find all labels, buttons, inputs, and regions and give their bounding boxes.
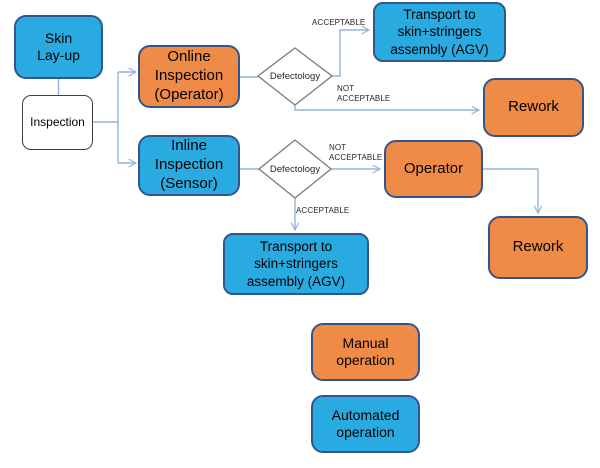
edge-label-not-acceptable-bottom: NOT ACCEPTABLE bbox=[329, 143, 383, 162]
edge-label-not-acceptable-top: NOT ACCEPTABLE bbox=[337, 84, 391, 103]
node-rework-bottom: Rework bbox=[488, 216, 588, 279]
legend-automated-operation: Automated operation bbox=[311, 395, 420, 453]
defectology-diamond-bottom bbox=[257, 139, 333, 199]
node-rework-top: Rework bbox=[483, 78, 584, 137]
defectology-bottom-label: Defectology bbox=[269, 164, 321, 175]
defectology-diamond-top bbox=[256, 47, 334, 106]
edge-label-acceptable-top: ACCEPTABLE bbox=[312, 18, 366, 27]
node-inspection: Inspection bbox=[22, 95, 93, 150]
edge-label-acceptable-bottom: ACCEPTABLE bbox=[296, 206, 350, 215]
connector-operator-to-rework bbox=[483, 168, 538, 213]
node-transport-bottom: Transport to skin+stringers assembly (AG… bbox=[223, 233, 369, 295]
node-skin-layup: Skin Lay-up bbox=[14, 15, 103, 79]
connector-defectology-top-acceptable-to-transport bbox=[332, 30, 369, 77]
node-transport-top: Transport to skin+stringers assembly (AG… bbox=[373, 2, 506, 62]
legend-manual-operation: Manual operation bbox=[311, 323, 420, 381]
defectology-top-label: Defectology bbox=[269, 71, 321, 82]
node-online-inspection: Online Inspection (Operator) bbox=[138, 45, 240, 108]
node-inline-inspection: Inline Inspection (Sensor) bbox=[138, 135, 240, 196]
node-operator: Operator bbox=[384, 140, 483, 198]
connector-defectology-top-notacceptable-to-rework bbox=[294, 105, 479, 110]
